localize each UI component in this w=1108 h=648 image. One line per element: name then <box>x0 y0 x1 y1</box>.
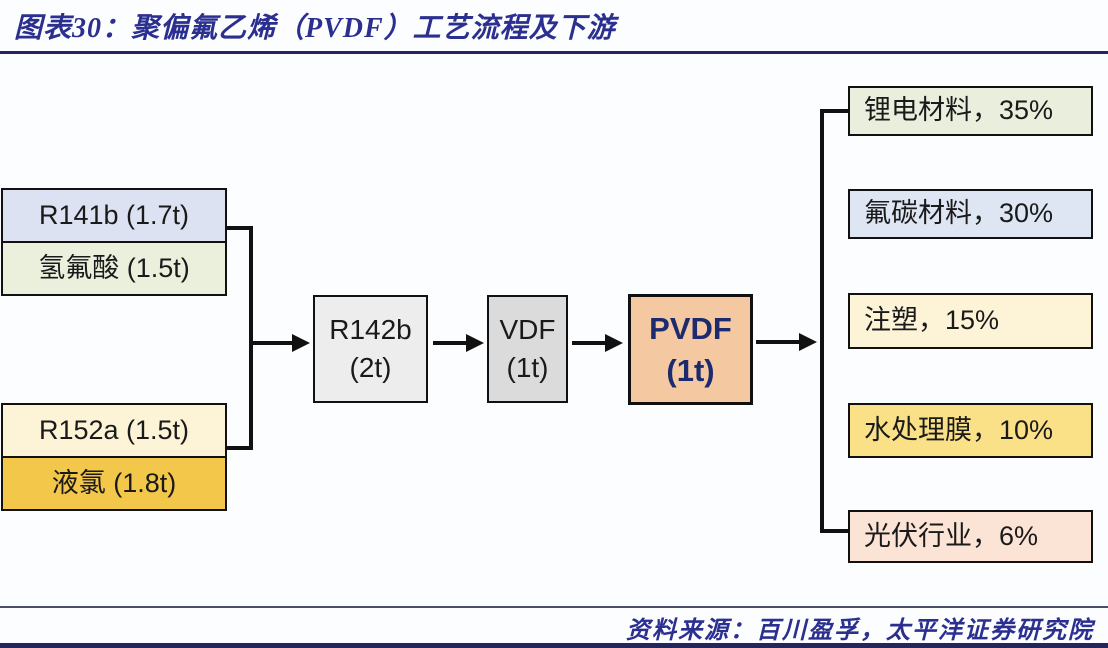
arrow-pvdf-to-downstream-icon <box>756 333 817 351</box>
left-bracket-vertical <box>249 226 253 450</box>
input-box-hydrofluoric-acid: 氢氟酸 (1.5t) <box>1 241 227 296</box>
downstream-box-photovoltaic-industry: 光伏行业，6% <box>848 510 1093 563</box>
process-box-pvdf: PVDF (1t) <box>628 294 753 405</box>
process-box-vdf: VDF (1t) <box>487 295 568 403</box>
right-bracket-vertical <box>820 109 824 533</box>
input-box-r141b: R141b (1.7t) <box>1 188 227 243</box>
bottom-border <box>0 643 1108 648</box>
figure-title: 图表30：聚偏氟乙烯（PVDF）工艺流程及下游 <box>14 13 616 44</box>
process-box-r142b: R142b (2t) <box>313 295 428 403</box>
left-bracket-top-stub <box>227 226 253 230</box>
downstream-box-lithium-battery-materials: 锂电材料，35% <box>848 86 1093 136</box>
process-box-r142b-name: R142b <box>329 314 412 346</box>
downstream-box-fluorocarbon-materials: 氟碳材料，30% <box>848 189 1093 239</box>
arrow-vdf-to-pvdf-icon <box>572 334 623 352</box>
downstream-box-injection-molding: 注塑，15% <box>848 293 1093 349</box>
source-divider <box>0 606 1108 608</box>
right-bracket-bottom-stub <box>820 529 848 533</box>
arrow-inputs-to-r142b-icon <box>251 334 310 352</box>
left-bracket-bottom-stub <box>227 446 253 450</box>
title-underline <box>0 51 1108 54</box>
process-box-pvdf-qty: (1t) <box>666 352 715 388</box>
process-box-r142b-qty: (2t) <box>349 352 392 383</box>
process-box-vdf-qty: (1t) <box>506 352 549 383</box>
process-box-pvdf-name: PVDF <box>649 310 732 346</box>
process-box-vdf-name: VDF <box>499 314 556 346</box>
downstream-box-water-treatment-membrane: 水处理膜，10% <box>848 403 1093 458</box>
arrow-r142b-to-vdf-icon <box>433 334 484 352</box>
source-text: 资料来源：百川盈孚，太平洋证券研究院 <box>626 618 1094 644</box>
right-bracket-top-stub <box>820 109 848 113</box>
input-box-r152a: R152a (1.5t) <box>1 403 227 458</box>
input-box-liquid-chlorine: 液氯 (1.8t) <box>1 456 227 511</box>
